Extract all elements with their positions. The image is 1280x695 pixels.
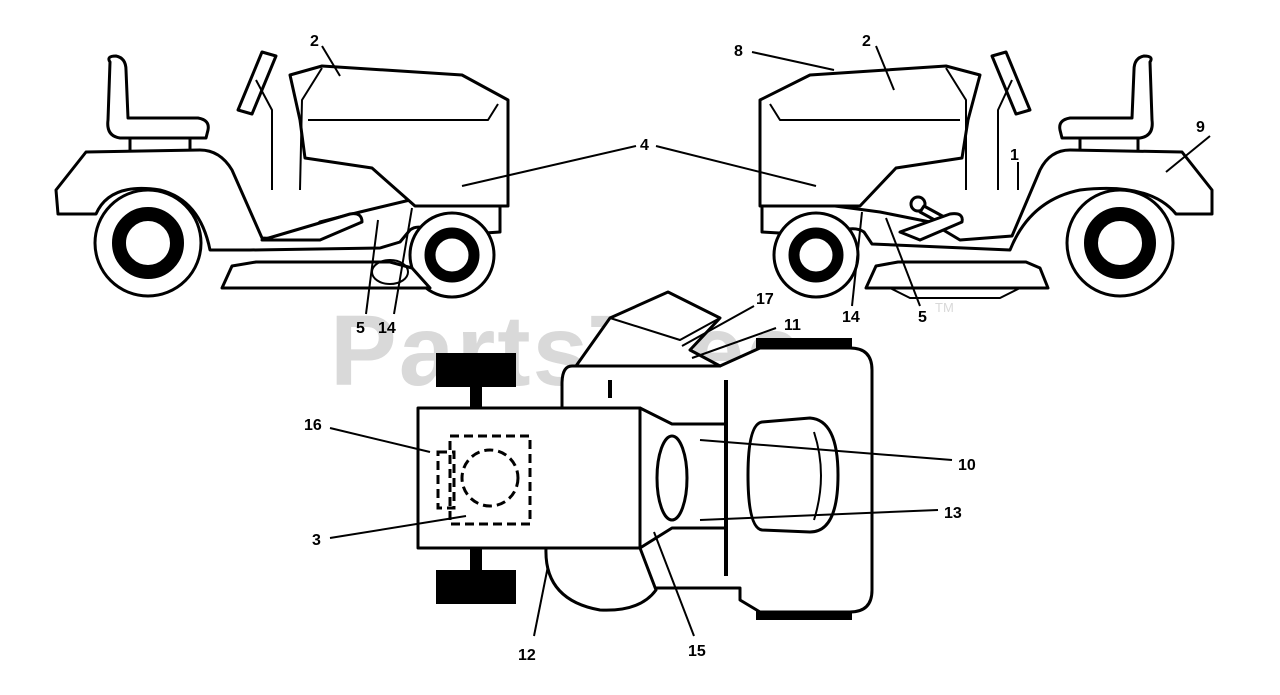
top-rear-tire-upper (436, 353, 516, 387)
callout-13: 13 (944, 505, 962, 522)
callout-2-right: 2 (862, 33, 871, 50)
callout-16: 16 (304, 417, 322, 434)
callout-1: 1 (1010, 147, 1019, 164)
callout-10: 10 (958, 457, 976, 474)
callout-8: 8 (734, 43, 743, 60)
callout-17: 17 (756, 291, 774, 308)
callout-9: 9 (1196, 119, 1205, 136)
callout-2-left: 2 (310, 33, 319, 50)
callout-11: 11 (784, 317, 801, 334)
callout-4: 4 (640, 137, 649, 154)
callout-3: 3 (312, 532, 321, 549)
right-mower-deck (864, 260, 1050, 290)
callout-14-right: 14 (842, 309, 860, 326)
left-rear-fender (54, 148, 502, 252)
callout-15: 15 (688, 643, 706, 660)
top-engine-oval (655, 434, 689, 522)
top-dashed-decal-circle (460, 448, 520, 508)
callout-5-right: 5 (918, 309, 927, 326)
callout-labels: 2 4 5 14 8 2 1 9 14 5 17 11 16 3 10 13 1… (304, 33, 1205, 664)
top-dashed-decal-strip (436, 450, 456, 510)
top-rear-tire-lower (436, 570, 516, 604)
callout-5-left: 5 (356, 320, 365, 337)
left-hood (288, 64, 510, 208)
leader-lines (321, 45, 1211, 637)
callout-14-left: 14 (378, 320, 396, 337)
watermark-tm: TM (935, 300, 954, 315)
right-seat (1058, 54, 1154, 140)
callout-12: 12 (518, 647, 536, 664)
right-hood (758, 64, 982, 208)
tractor-right-side-view (758, 50, 1214, 299)
tractor-top-view (416, 290, 874, 620)
left-seat (106, 54, 210, 140)
tractor-left-side-view (54, 50, 510, 299)
